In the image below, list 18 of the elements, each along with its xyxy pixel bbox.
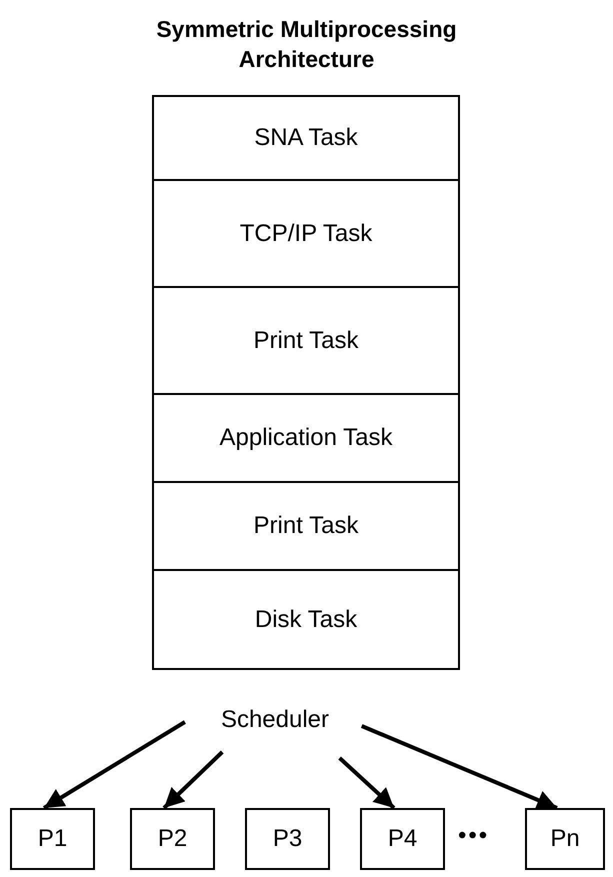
processor-box: P4 (360, 808, 445, 870)
node-label: Scheduler (190, 700, 360, 740)
processor-box: Pn (525, 808, 605, 870)
arrow (42, 720, 186, 810)
task-row: Print Task (152, 481, 460, 571)
processor-box: P3 (245, 808, 330, 870)
task-row: SNA Task (152, 95, 460, 181)
arrow (360, 724, 558, 810)
task-row: Print Task (152, 286, 460, 395)
task-row: Application Task (152, 393, 460, 483)
arrow (338, 756, 396, 810)
processor-box: P1 (10, 808, 95, 870)
arrow (162, 750, 224, 810)
processor-box: P2 (130, 808, 215, 870)
ellipsis-label: ••• (458, 822, 490, 850)
task-row: Disk Task (152, 569, 460, 670)
diagram-title: Symmetric Multiprocessing Architecture (155, 15, 458, 74)
task-row: TCP/IP Task (152, 179, 460, 288)
